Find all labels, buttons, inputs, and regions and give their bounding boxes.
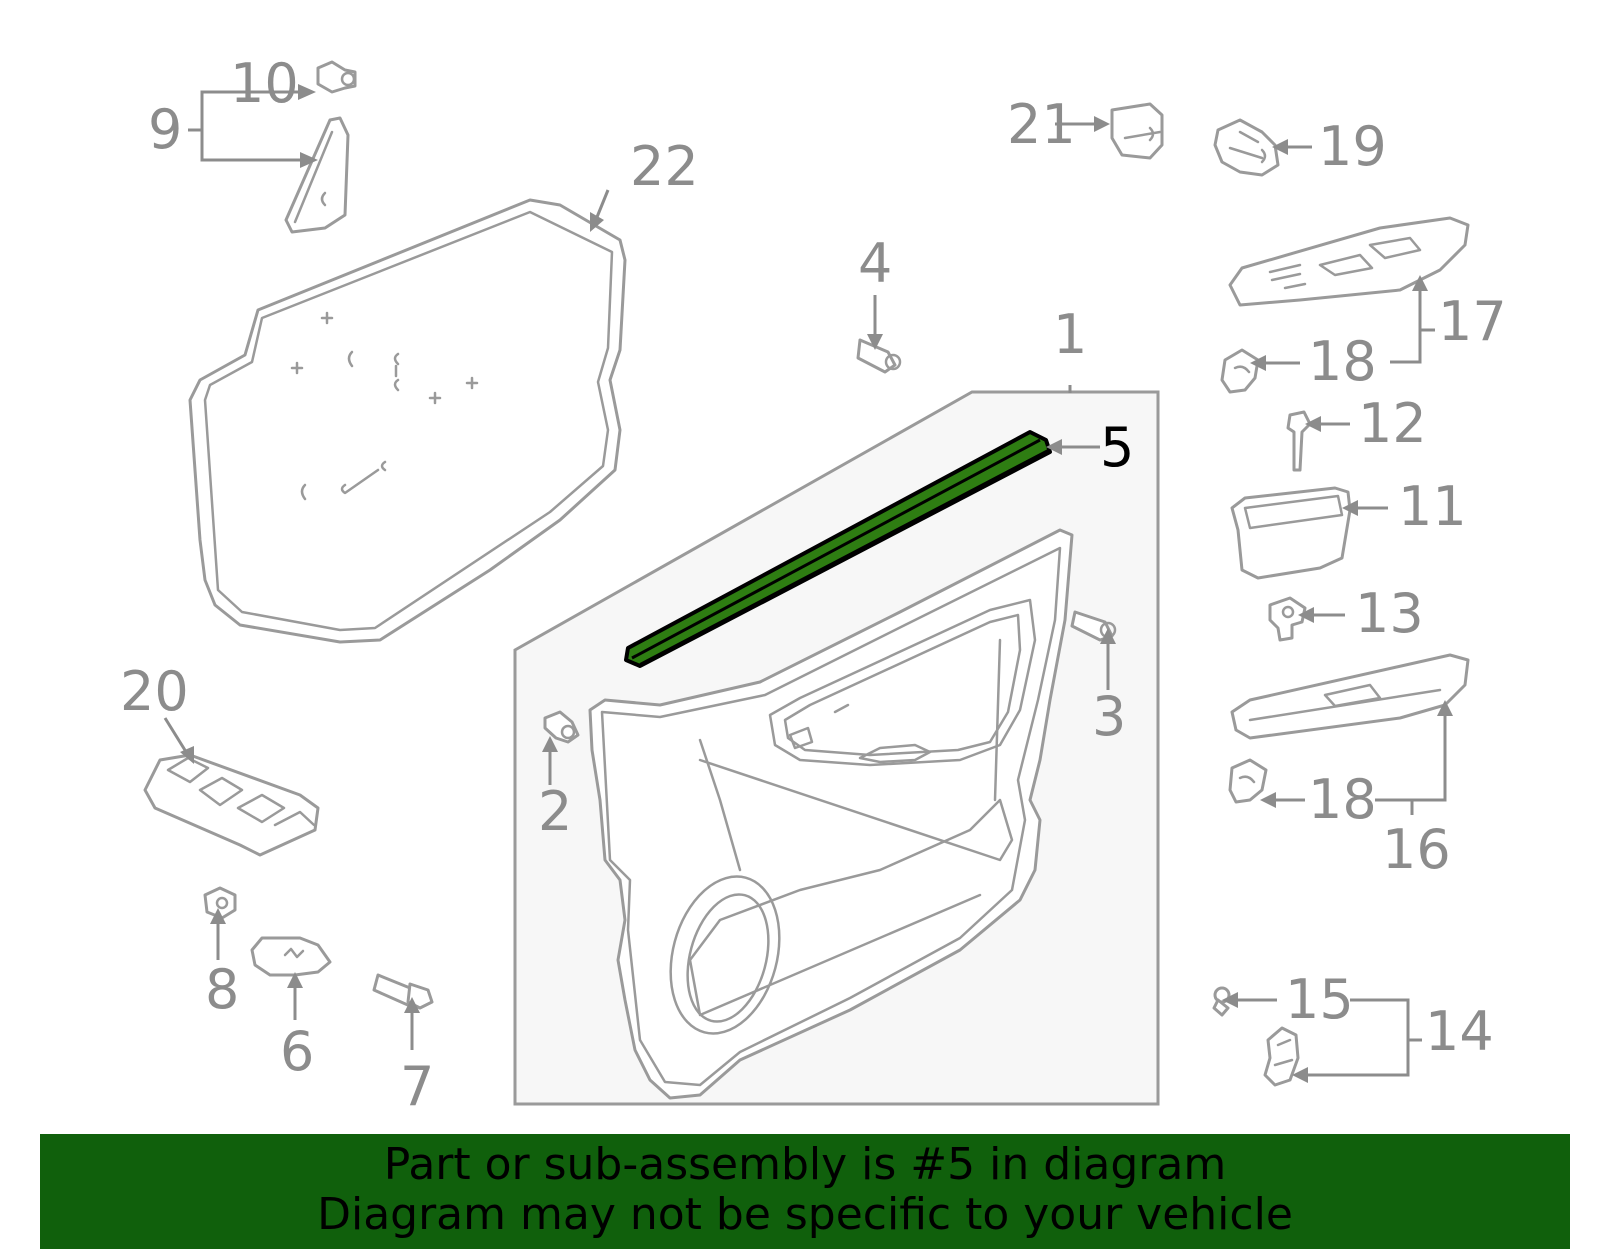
callout-10: 10	[230, 52, 299, 115]
callout-22: 22	[630, 135, 699, 198]
part-18-clip-upper	[1220, 348, 1260, 394]
callout-18-lower: 18	[1308, 768, 1377, 831]
part-19-bracket	[1213, 118, 1280, 177]
callout-2: 2	[538, 780, 572, 843]
part-2-clip	[543, 710, 580, 744]
callout-labels: 1 2 3 4 5 6 7 8 9 10 11 12 13 14 15 16 1…	[120, 52, 1507, 1118]
part-13-clip	[1268, 596, 1307, 642]
banner-line-disclaimer: Diagram may not be specific to your vehi…	[317, 1189, 1293, 1240]
callout-20: 20	[120, 660, 189, 723]
callout-15: 15	[1285, 968, 1354, 1031]
part-20-switch-assembly	[143, 753, 320, 857]
callout-6: 6	[280, 1020, 314, 1083]
callout-3: 3	[1092, 685, 1126, 748]
callout-12: 12	[1358, 392, 1427, 455]
part-10-clip	[316, 60, 357, 94]
door-trim-panel	[588, 528, 1074, 1100]
callout-19: 19	[1318, 115, 1387, 178]
part-11-pocket	[1230, 486, 1352, 580]
callout-13: 13	[1355, 582, 1424, 645]
callout-14: 14	[1425, 1000, 1494, 1063]
part-6-bracket	[250, 936, 332, 977]
banner-line-part-number: Part or sub-assembly is #5 in diagram	[383, 1139, 1227, 1190]
callout-11: 11	[1398, 475, 1467, 538]
arrow-heads	[180, 84, 1453, 1083]
part-5-belt-moulding	[624, 430, 1052, 668]
part-17-switch-bezel	[1228, 216, 1470, 307]
callout-21: 21	[1007, 93, 1076, 156]
part-22-water-shield	[188, 198, 627, 644]
part-14-handle	[1263, 1026, 1300, 1087]
info-banner: Part or sub-assembly is #5 in diagram Di…	[40, 1134, 1570, 1249]
part-12-screw	[1286, 410, 1312, 472]
part-4-screw	[856, 338, 902, 374]
part-9-mirror-cover	[284, 116, 350, 234]
callout-17: 17	[1438, 290, 1507, 353]
part-8-clip	[203, 886, 237, 920]
callout-1: 1	[1053, 303, 1087, 366]
callout-16: 16	[1382, 818, 1451, 881]
callout-9: 9	[148, 98, 182, 161]
part-18-clip-lower	[1228, 758, 1268, 804]
part-7-screw	[372, 973, 434, 1010]
part-16-armrest	[1230, 653, 1470, 740]
callout-4: 4	[858, 232, 892, 295]
callout-7: 7	[400, 1055, 434, 1118]
part-21-cover	[1110, 102, 1164, 160]
callout-8: 8	[205, 958, 239, 1021]
callout-5-highlighted: 5	[1100, 416, 1134, 479]
callout-18-upper: 18	[1308, 330, 1377, 393]
